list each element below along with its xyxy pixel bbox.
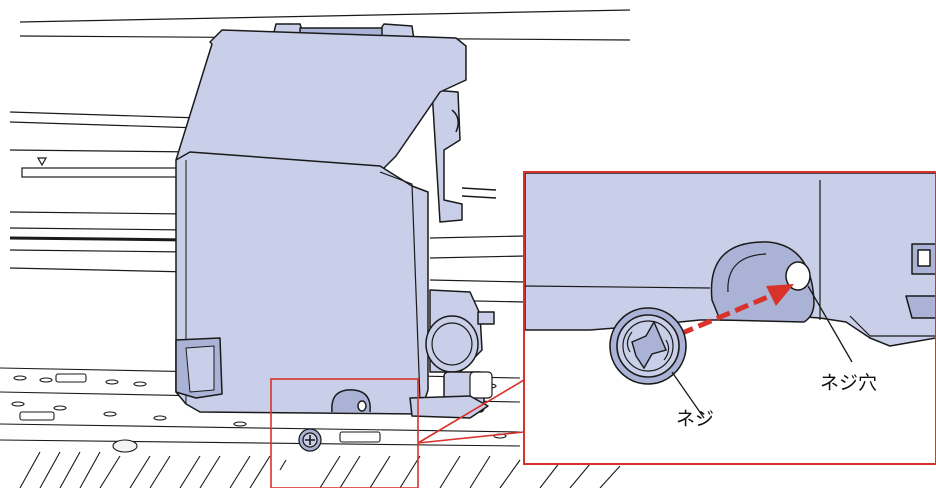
screw-hole-leader-line xyxy=(807,285,853,363)
screw-hole-label: ネジ穴 xyxy=(820,372,878,394)
screw-label: ネジ xyxy=(676,408,715,430)
cutting-unit xyxy=(175,23,497,419)
zoom-inset xyxy=(523,171,936,465)
screw-leader-line xyxy=(671,371,705,419)
insertion-arrow xyxy=(679,284,794,337)
printer-rails xyxy=(9,9,631,303)
screw-large xyxy=(609,307,687,385)
screw-small xyxy=(298,428,322,452)
cutter-slots xyxy=(19,451,621,488)
highlight-frame xyxy=(270,378,525,488)
